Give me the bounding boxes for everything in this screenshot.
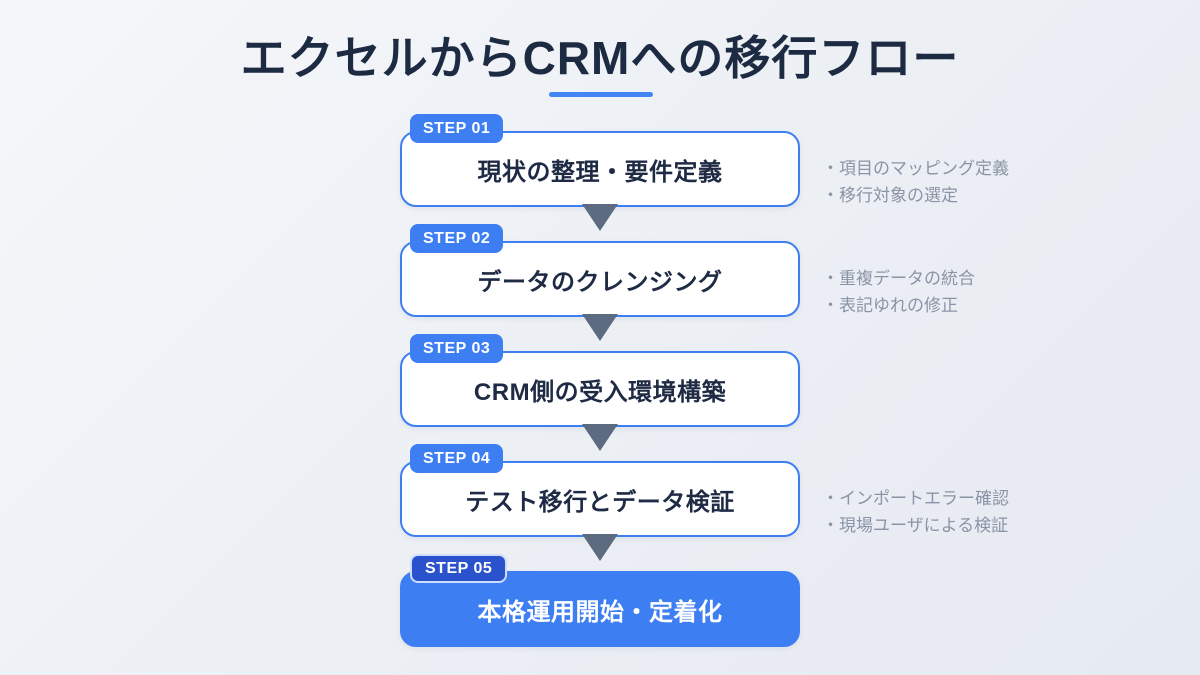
flow-step-5: STEP 05 本格運用開始・定着化 [400, 554, 800, 647]
step-badge: STEP 04 [410, 444, 504, 473]
step-label: データのクレンジング [477, 268, 723, 296]
step-label: テスト移行とデータ検証 [465, 488, 735, 516]
step-box: 本格運用開始・定着化 [400, 571, 800, 647]
step-box: CRM側の受入環境構築 [400, 351, 800, 427]
step-notes: ・重複データの統合 ・表記ゆれの修正 [822, 265, 975, 319]
note-line: ・項目のマッピング定義 [822, 159, 1009, 178]
step-notes: ・項目のマッピング定義 ・移行対象の選定 [822, 155, 1009, 209]
step-badge: STEP 02 [410, 224, 504, 253]
note-line: ・移行対象の選定 [822, 186, 958, 205]
step-label: 本格運用開始・定着化 [477, 598, 723, 626]
flow-step-3: STEP 03 CRM側の受入環境構築 [400, 334, 800, 427]
note-line: ・インポートエラー確認 [822, 489, 1009, 508]
step-badge: STEP 01 [410, 114, 504, 143]
arrow-down-icon [582, 534, 618, 561]
step-label: 現状の整理・要件定義 [477, 158, 723, 186]
step-box: 現状の整理・要件定義 [400, 131, 800, 207]
note-line: ・現場ユーザによる検証 [822, 516, 1009, 535]
step-notes: ・インポートエラー確認 ・現場ユーザによる検証 [822, 485, 1009, 539]
page-title: エクセルからCRMへの移行フロー [240, 32, 960, 84]
arrow-down-icon [582, 314, 618, 341]
arrow-down-icon [582, 424, 618, 451]
step-box: テスト移行とデータ検証 [400, 461, 800, 537]
step-badge: STEP 05 [410, 554, 508, 583]
flow-step-4: STEP 04 テスト移行とデータ検証 ・インポートエラー確認 ・現場ユーザによ… [400, 444, 1009, 537]
note-line: ・重複データの統合 [822, 269, 975, 288]
arrow-down-icon [582, 204, 618, 231]
step-label: CRM側の受入環境構築 [473, 378, 727, 406]
step-badge: STEP 03 [410, 334, 504, 363]
flow-step-1: STEP 01 現状の整理・要件定義 ・項目のマッピング定義 ・移行対象の選定 [400, 114, 1009, 207]
note-line: ・表記ゆれの修正 [822, 296, 958, 315]
title-underline [549, 92, 653, 97]
flow-step-2: STEP 02 データのクレンジング ・重複データの統合 ・表記ゆれの修正 [400, 224, 975, 317]
